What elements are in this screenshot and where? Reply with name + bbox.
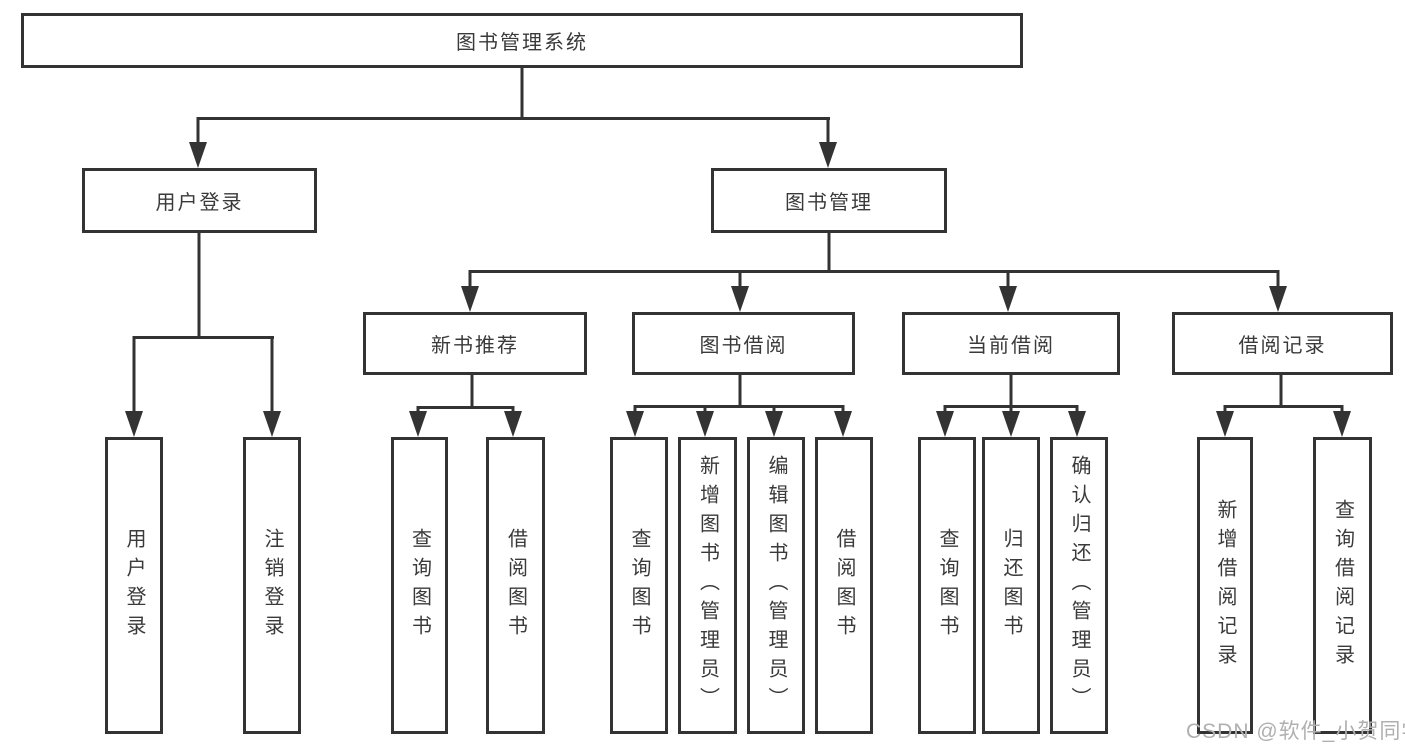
leaf-add-borrow-record: 新增借阅记录: [1197, 437, 1253, 734]
node-new-book-recommend-label: 新书推荐: [431, 335, 519, 357]
arrow-down-icon: [1068, 411, 1086, 437]
leaf-query-book-2: 查询图书: [610, 437, 668, 734]
arrow-down-icon: [765, 411, 783, 437]
leaf-edit-book-admin: 编辑图书（管理员）: [747, 437, 805, 734]
node-book-management-label: 图书管理: [785, 192, 873, 214]
leaf-confirm-return-admin: 确认归还（管理员）: [1050, 437, 1108, 734]
leaf-return-book-label: 归还图书: [1000, 527, 1022, 644]
leaf-edit-book-admin-label: 编辑图书（管理员）: [765, 455, 787, 716]
arrow-down-icon: [263, 411, 281, 437]
node-new-book-recommend: 新书推荐: [363, 312, 587, 375]
arrow-down-icon: [189, 142, 207, 168]
arrow-down-icon: [504, 411, 522, 437]
node-current-borrow-label: 当前借阅: [967, 335, 1055, 357]
arrow-down-icon: [409, 411, 427, 437]
node-root: 图书管理系统: [21, 13, 1023, 68]
node-current-borrow: 当前借阅: [902, 312, 1120, 375]
node-user-login: 用户登录: [82, 168, 317, 233]
leaf-query-book-2-label: 查询图书: [628, 527, 650, 644]
leaf-add-book-admin-label: 新增图书（管理员）: [696, 455, 719, 716]
arrow-down-icon: [125, 411, 143, 437]
leaf-return-book: 归还图书: [982, 437, 1040, 734]
leaf-borrow-book-2-label: 借阅图书: [833, 527, 855, 644]
arrow-down-icon: [999, 286, 1017, 312]
arrow-down-icon: [696, 411, 714, 437]
node-user-login-label: 用户登录: [155, 192, 244, 214]
arrow-down-icon: [819, 142, 837, 168]
leaf-query-borrow-record: 查询借阅记录: [1313, 437, 1372, 734]
node-book-management: 图书管理: [711, 168, 947, 233]
arrow-down-icon: [1333, 411, 1351, 437]
leaf-query-borrow-record-label: 查询借阅记录: [1331, 498, 1354, 673]
node-borrow-records: 借阅记录: [1172, 312, 1393, 375]
leaf-query-book-1-label: 查询图书: [408, 527, 431, 644]
leaf-borrow-book-2: 借阅图书: [815, 437, 873, 734]
arrow-down-icon: [626, 411, 644, 437]
arrow-down-icon: [1269, 286, 1287, 312]
leaf-logout: 注销登录: [243, 437, 301, 734]
leaf-query-book-3-label: 查询图书: [936, 527, 958, 644]
node-book-borrow: 图书借阅: [632, 312, 855, 375]
node-root-label: 图书管理系统: [456, 32, 588, 54]
leaf-query-book-1: 查询图书: [391, 437, 448, 734]
node-borrow-records-label: 借阅记录: [1238, 335, 1327, 357]
leaf-borrow-book-1: 借阅图书: [486, 437, 545, 734]
arrow-down-icon: [461, 286, 479, 312]
leaf-user-login-label: 用户登录: [123, 527, 145, 644]
leaf-add-borrow-record-label: 新增借阅记录: [1214, 498, 1236, 673]
arrow-down-icon: [731, 286, 749, 312]
arrow-down-icon: [834, 411, 852, 437]
arrow-down-icon: [1216, 411, 1234, 437]
arrow-down-icon: [936, 411, 954, 437]
arrowheads: [125, 142, 1351, 437]
arrow-down-icon: [1002, 411, 1020, 437]
node-book-borrow-label: 图书借阅: [699, 335, 788, 357]
leaf-query-book-3: 查询图书: [918, 437, 976, 734]
leaf-logout-label: 注销登录: [261, 527, 283, 644]
leaf-add-book-admin: 新增图书（管理员）: [678, 437, 737, 734]
watermark-text: CSDN @软件_小贺同学: [1186, 720, 1405, 743]
leaf-borrow-book-1-label: 借阅图书: [504, 527, 527, 644]
leaf-user-login: 用户登录: [105, 437, 163, 734]
leaf-confirm-return-admin-label: 确认归还（管理员）: [1068, 455, 1090, 716]
